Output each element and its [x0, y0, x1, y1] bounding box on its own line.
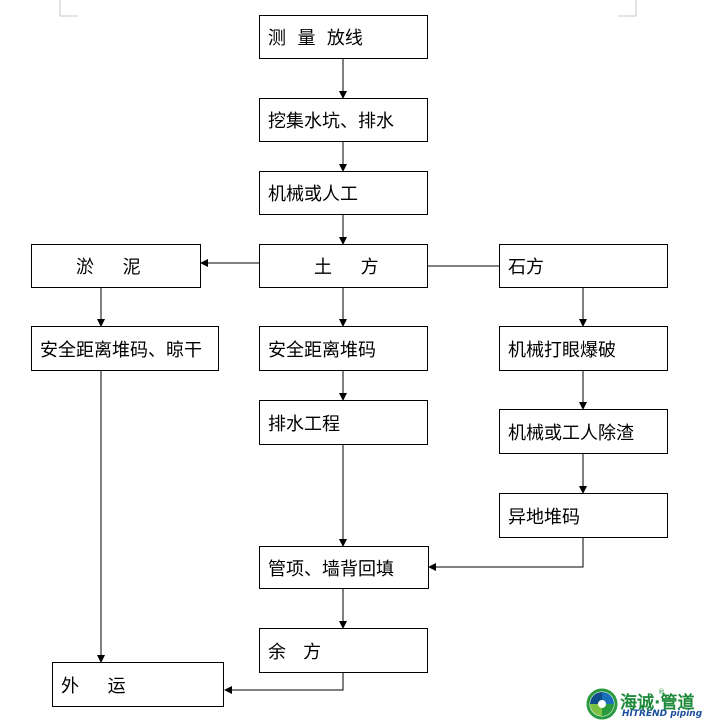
node-offsite: 异地堆码 [499, 493, 668, 538]
node-drill: 机械打眼爆破 [499, 326, 668, 371]
node-earth: 土 方 [259, 244, 428, 288]
node-rock: 石方 [499, 244, 668, 288]
node-debris: 机械或工人除渣 [499, 409, 668, 454]
logo-name-en: HITREND piping [622, 709, 703, 719]
company-logo: 海诚·管道 ® HITREND piping [586, 688, 704, 722]
node-silt-stack: 安全距离堆码、晾干 [31, 326, 219, 371]
node-backfill: 管项、墙背回填 [259, 546, 429, 589]
node-haul: 外 运 [52, 662, 224, 707]
node-machine: 机械或人工 [259, 171, 428, 215]
node-silt: 淤 泥 [31, 244, 201, 288]
node-survey: 测 量 放线 [259, 15, 428, 59]
logo-registered-mark: ® [658, 688, 665, 696]
node-earth-stack: 安全距离堆码 [259, 326, 428, 371]
logo-swirl-icon [586, 688, 618, 720]
arrow-offsite-to-backfill [428, 538, 584, 571]
logo-name-cn: 海诚·管道 [620, 693, 695, 713]
node-sump: 挖集水坑、排水 [259, 98, 428, 142]
arrow-surplus-to-haul [224, 673, 344, 694]
node-surplus: 余 方 [259, 628, 428, 673]
node-drainage: 排水工程 [259, 400, 428, 445]
